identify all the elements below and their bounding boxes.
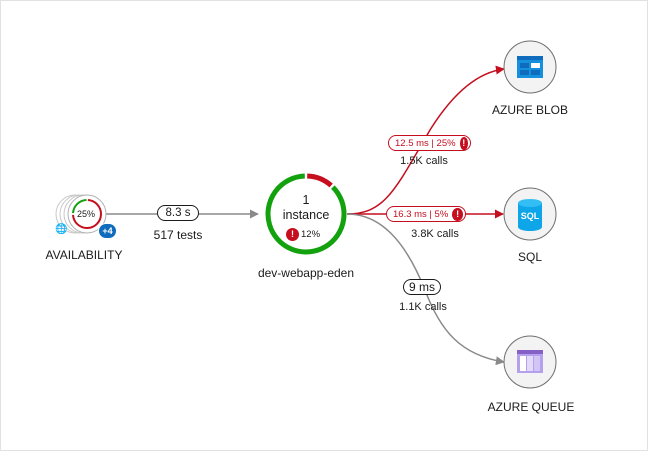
sql-node-label: SQL	[517, 250, 542, 264]
edge-app-to-blob[interactable]	[346, 65, 505, 215]
availability-ring-failed-segment	[72, 199, 102, 229]
error-icon: !	[452, 207, 463, 221]
availability-ring	[72, 199, 102, 229]
storage-blob-icon	[517, 56, 543, 78]
queue-edge-metric-pill[interactable]: 9 ms	[403, 279, 441, 295]
sql-edge-metric: 16.3 ms | 5%	[393, 208, 449, 220]
blob-edge-metric-pill[interactable]: 12.5 ms | 25% !	[388, 135, 471, 151]
app-name: dev-webapp-eden	[257, 266, 355, 280]
blob-edge-metric: 12.5 ms | 25%	[395, 137, 456, 149]
storage-queue-icon	[517, 350, 543, 373]
blob-edge-calls: 1.5K calls	[400, 155, 448, 167]
app-instance-count: 1	[302, 193, 310, 207]
app-failure-percent: 12%	[301, 229, 321, 240]
queue-edge-calls: 1.1K calls	[399, 301, 447, 313]
dependency-node-azure-queue[interactable]	[503, 335, 557, 389]
availability-ring-success-segment	[72, 199, 87, 214]
app-instance-unit: instance	[282, 208, 330, 222]
more-tests-badge[interactable]: +4	[98, 223, 117, 239]
availability-label: AVAILABILITY	[45, 248, 123, 262]
blob-node-label: AZURE BLOB	[491, 103, 569, 117]
sql-database-icon: SQL	[518, 199, 542, 231]
globe-icon: 🌐	[55, 224, 68, 235]
dependency-node-sql[interactable]: SQL	[503, 187, 557, 241]
error-icon: !	[459, 136, 468, 150]
availability-test-count: 517 tests	[153, 228, 203, 242]
sql-icon-text: SQL	[521, 211, 540, 221]
error-icon: !	[286, 228, 299, 241]
app-ring-healthy-segment	[265, 173, 347, 255]
app-failure-indicator: ! 12%	[286, 228, 320, 241]
dependency-node-azure-blob[interactable]	[503, 40, 557, 94]
availability-percent: 25%	[77, 209, 96, 219]
availability-node[interactable]	[55, 194, 107, 234]
sql-edge-calls: 3.8K calls	[411, 228, 459, 240]
app-health-ring	[265, 173, 347, 255]
sql-edge-metric-pill[interactable]: 16.3 ms | 5% !	[386, 206, 466, 222]
app-ring-failed-segment	[306, 173, 333, 188]
queue-node-label: AZURE QUEUE	[487, 400, 575, 414]
availability-duration-pill[interactable]: 8.3 s	[157, 205, 199, 221]
